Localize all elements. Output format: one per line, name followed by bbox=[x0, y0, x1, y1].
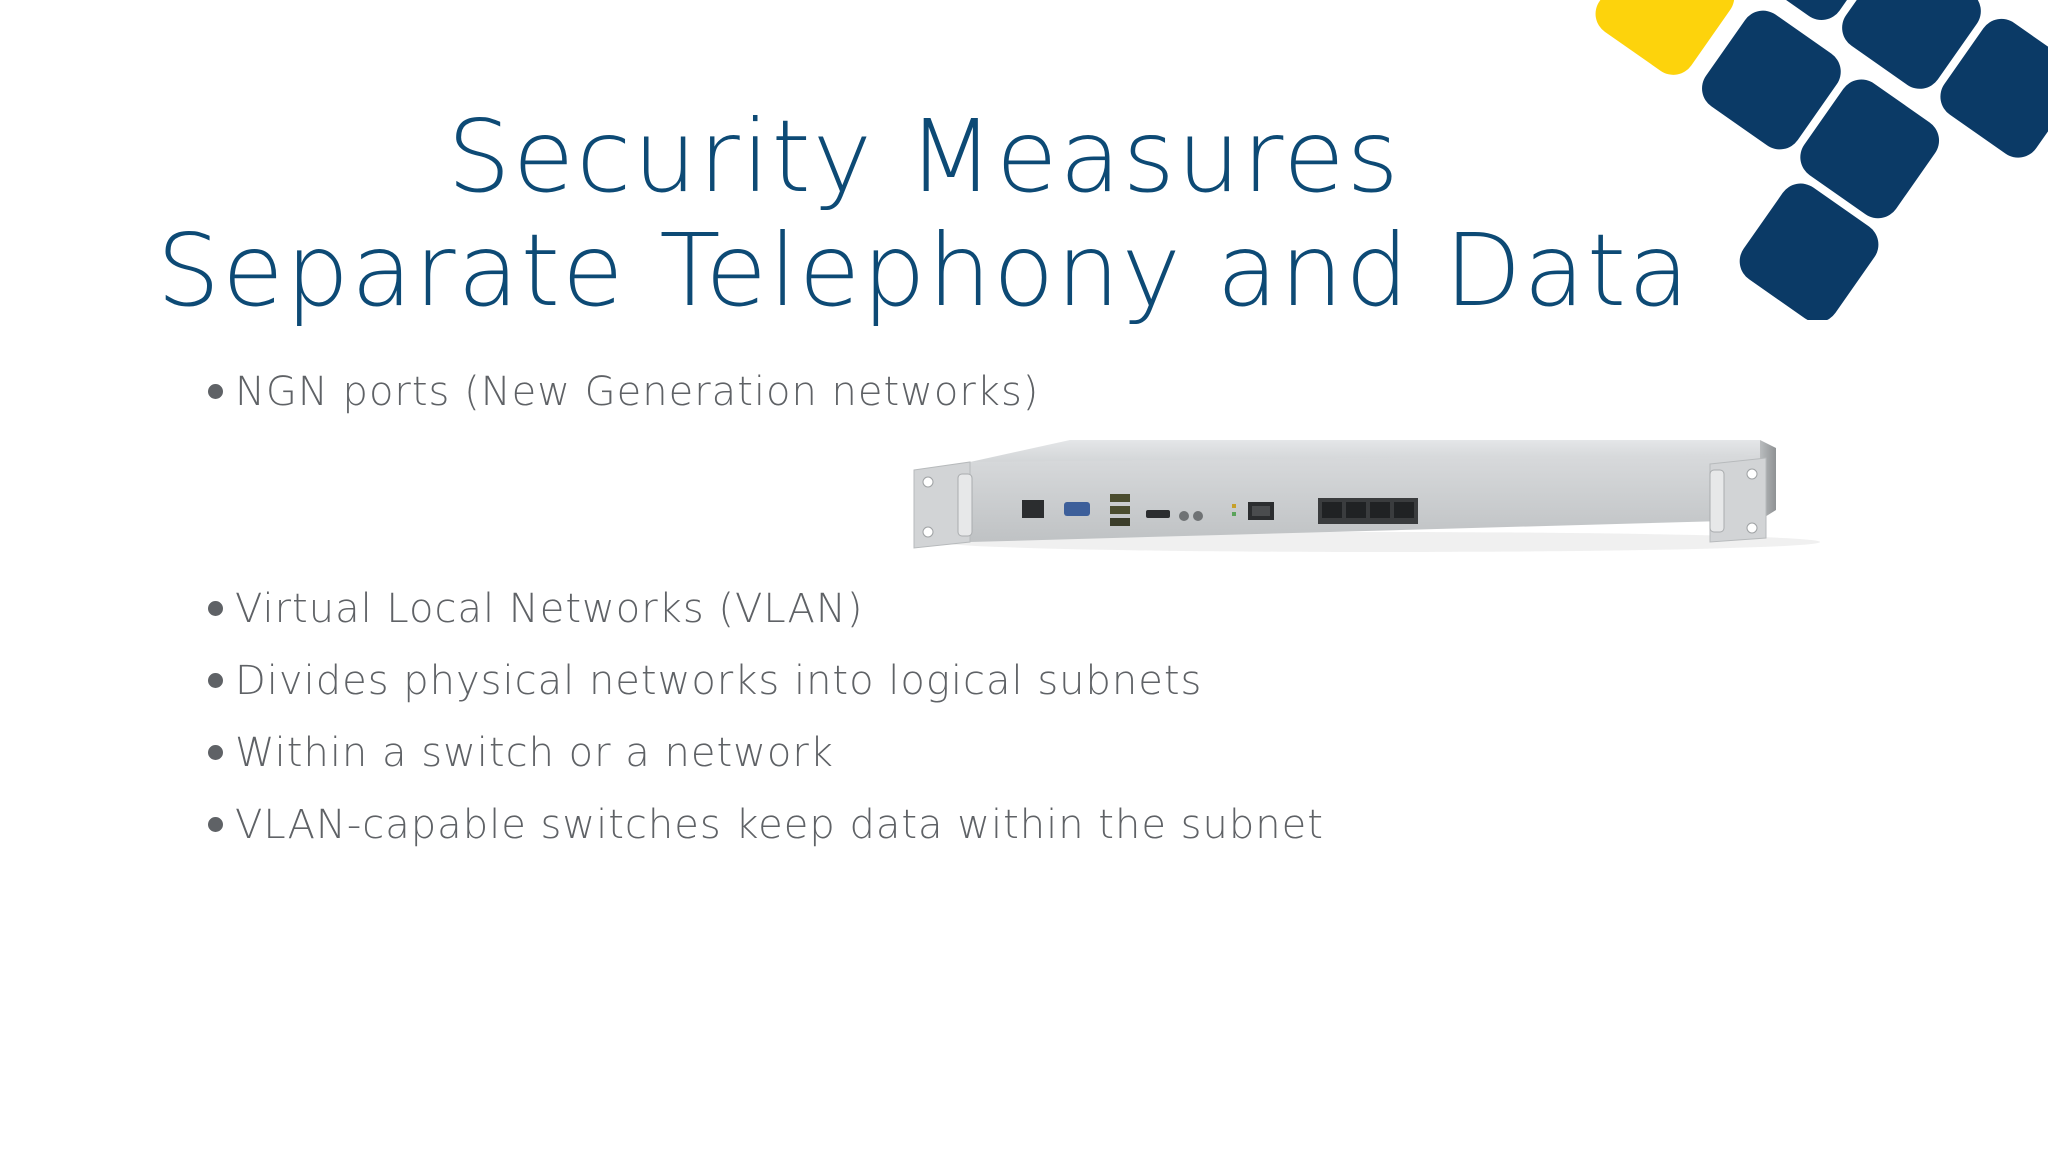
bullet-dot-icon bbox=[208, 816, 223, 832]
rj45-port-icon bbox=[1022, 500, 1044, 518]
hdmi-port-icon bbox=[1146, 510, 1170, 518]
bullet-text: Divides physical networks into logical s… bbox=[235, 658, 1203, 704]
vga-port-icon bbox=[1064, 502, 1090, 516]
logo-tile-navy-6 bbox=[1739, 183, 1879, 320]
bullet-text: Virtual Local Networks (VLAN) bbox=[235, 586, 864, 632]
usb-port-icon bbox=[1110, 494, 1130, 502]
bullet-text: Within a switch or a network bbox=[235, 730, 834, 776]
logo-tile-navy-3 bbox=[1940, 18, 2048, 158]
title-line-1: Security Measures bbox=[447, 98, 1401, 215]
logo-tile-navy-5 bbox=[1800, 79, 1940, 219]
bullet-text: VLAN-capable switches keep data within t… bbox=[235, 802, 1324, 848]
bullet-dot-icon bbox=[208, 744, 223, 760]
rack-appliance-image bbox=[913, 440, 1820, 552]
title-line-2: Separate Telephony and Data bbox=[156, 212, 1692, 329]
bullet-dot-icon bbox=[208, 672, 223, 688]
bullet-dot-icon bbox=[208, 600, 223, 616]
bullet-item: VLAN-capable switches keep data within t… bbox=[208, 801, 1324, 849]
logo-tile-navy-2 bbox=[1842, 0, 1981, 89]
logo-tile-yellow bbox=[1595, 0, 1735, 75]
tile-logo bbox=[1595, 0, 2048, 320]
bullet-item: Within a switch or a network bbox=[208, 729, 834, 777]
logo-tile-navy-4 bbox=[1702, 10, 1841, 150]
bullet-item: Virtual Local Networks (VLAN) bbox=[208, 585, 863, 633]
bullet-item: Divides physical networks into logical s… bbox=[208, 657, 1202, 705]
led-icon bbox=[1179, 511, 1189, 521]
bullet-text: NGN ports (New Generation networks) bbox=[235, 369, 1040, 415]
bullet-dot-icon bbox=[208, 383, 223, 399]
slide-title: Security Measures Separate Telephony and… bbox=[0, 100, 1848, 328]
bullet-item: NGN ports (New Generation networks) bbox=[208, 368, 1039, 416]
